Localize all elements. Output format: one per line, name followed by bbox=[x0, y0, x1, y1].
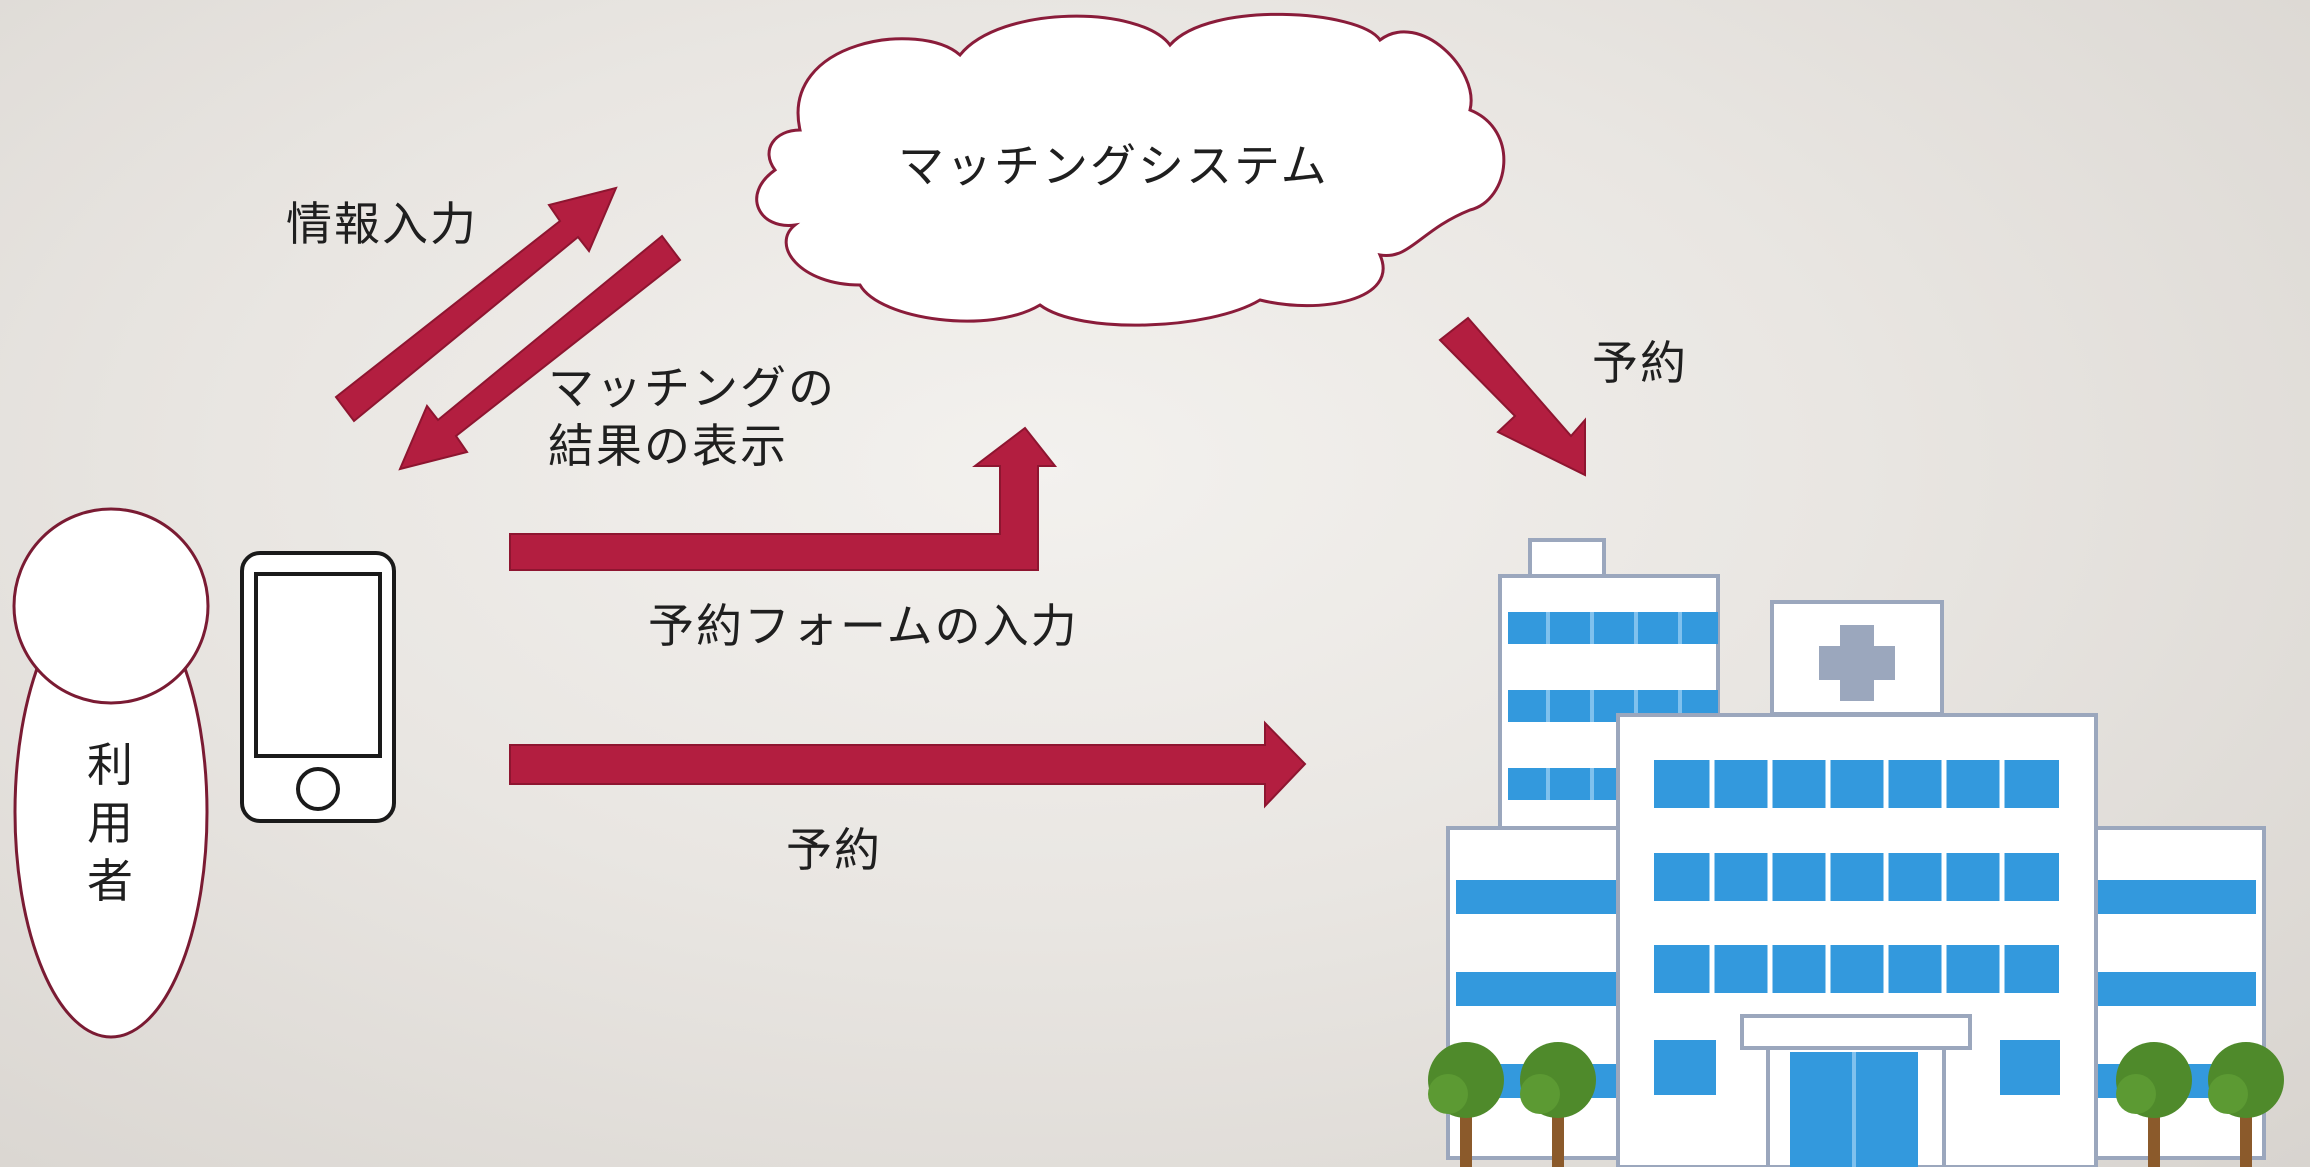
reserve-arrow-down bbox=[1438, 316, 1586, 477]
form-input-label: 予約フォームの入力 bbox=[648, 599, 1079, 653]
reserve-arrow-right bbox=[509, 720, 1307, 809]
tree-icon bbox=[1428, 1042, 2284, 1167]
cross-icon bbox=[1819, 625, 1895, 701]
reserve-label-mid: 予約 bbox=[786, 823, 882, 877]
match-result-arrow bbox=[398, 234, 682, 471]
user-label: 利用者 bbox=[87, 738, 133, 908]
person-icon bbox=[12, 507, 210, 1039]
hospital-icon bbox=[1446, 538, 2266, 1167]
info-input-arrow bbox=[334, 186, 618, 423]
smartphone-icon bbox=[240, 551, 396, 823]
cloud-label: マッチングシステム bbox=[898, 139, 1329, 193]
cloud-icon bbox=[755, 12, 1506, 327]
reserve-label-top: 予約 bbox=[1592, 336, 1688, 390]
match-result-label-line1: マッチングの bbox=[548, 361, 836, 415]
info-input-label: 情報入力 bbox=[286, 197, 478, 251]
match-result-label-line2: 結果の表示 bbox=[548, 419, 788, 473]
form-input-arrow bbox=[509, 426, 1058, 571]
